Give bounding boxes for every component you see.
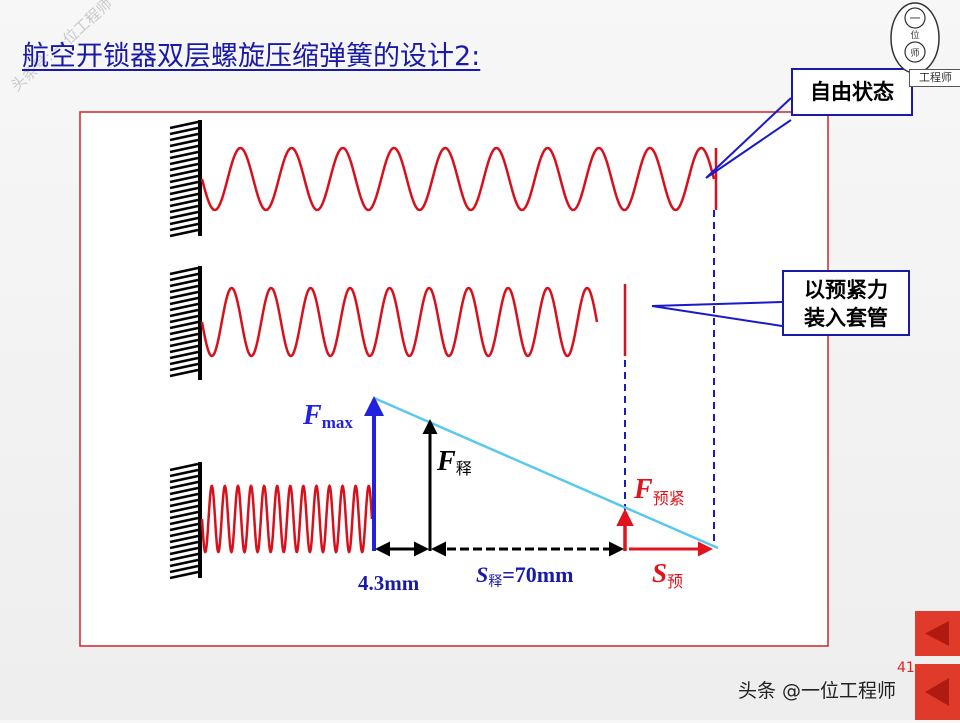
triangle-left-icon xyxy=(925,621,949,646)
spring-compressed xyxy=(200,484,374,554)
callout-preload-line1: 以预紧力 xyxy=(804,278,888,302)
spring-free-state xyxy=(200,146,716,212)
wall-bottom xyxy=(169,462,202,580)
wall-middle xyxy=(169,266,202,380)
label-offset: 4.3mm xyxy=(358,571,420,595)
callout-free-state: 自由状态 xyxy=(791,68,913,116)
footer-credit: 头条 @一位工程师 xyxy=(738,680,897,702)
wall-top xyxy=(169,120,202,238)
svg-text:一: 一 xyxy=(910,12,921,25)
svg-text:位: 位 xyxy=(910,29,919,41)
page-number: 41 xyxy=(897,660,915,676)
label-srelease: S释=70mm xyxy=(476,562,573,590)
logo: 一 位 师 xyxy=(890,2,940,74)
logo-caption: 工程师 xyxy=(909,69,960,87)
callout-preload-line2: 装入套管 xyxy=(804,306,888,330)
callout-preload-pointer xyxy=(651,301,783,327)
label-spre: S预 xyxy=(652,558,683,591)
svg-text:师: 师 xyxy=(910,47,919,59)
callout-preload: 以预紧力 装入套管 xyxy=(782,270,910,336)
spring-preloaded xyxy=(200,286,599,358)
prev-slide-button[interactable] xyxy=(915,611,960,656)
next-slide-button[interactable] xyxy=(915,664,960,720)
diagram-frame xyxy=(79,111,829,647)
label-frelease: F释 xyxy=(436,446,472,478)
slide-title: 航空开锁器双层螺旋压缩弹簧的设计2: xyxy=(22,41,481,72)
label-fpre: F预紧 xyxy=(633,474,685,508)
label-fmax: Fmax xyxy=(302,400,353,432)
triangle-left-icon xyxy=(925,678,949,706)
callout-free-pointer xyxy=(705,97,792,179)
